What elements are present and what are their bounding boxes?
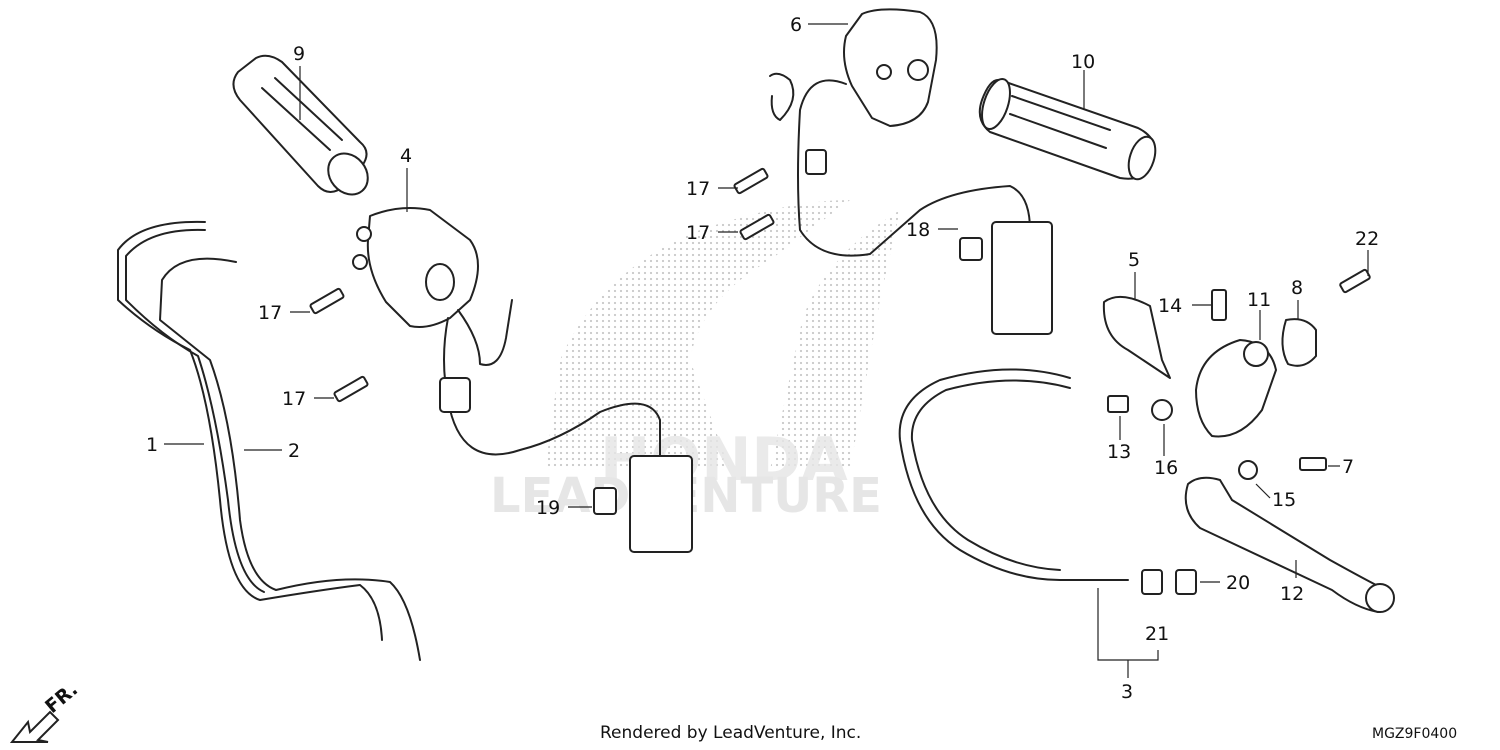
callout-13: 13: [1107, 441, 1131, 463]
nut-15: [1238, 460, 1258, 480]
callout-17a: 17: [258, 302, 282, 324]
right-grip: [978, 77, 1157, 181]
callout-22: 22: [1355, 228, 1379, 250]
right-switch-housing: [769, 8, 1053, 335]
pin-7: [1299, 457, 1327, 471]
throttle-cables: [117, 220, 421, 661]
screw-17a: [309, 287, 345, 315]
front-direction-indicator: FR.: [9, 678, 82, 743]
callout-20: 20: [1226, 572, 1250, 594]
callout-3: 3: [1121, 681, 1133, 703]
callout-17b: 17: [282, 388, 306, 410]
callout-2: 2: [288, 440, 300, 462]
left-grip: [232, 54, 369, 196]
nut-16: [1151, 399, 1173, 421]
adjuster-13: [1107, 395, 1129, 413]
callout-16: 16: [1154, 457, 1178, 479]
callout-10: 10: [1071, 51, 1095, 73]
callout-7: 7: [1342, 456, 1354, 478]
callout-8: 8: [1291, 277, 1303, 299]
bolt-22: [1339, 268, 1371, 294]
bolt-14: [1211, 289, 1227, 321]
clutch-lever: [1184, 476, 1395, 613]
callout-19: 19: [536, 497, 560, 519]
callout-18: 18: [906, 219, 930, 241]
diagram-code: MGZ9F0400: [1372, 726, 1457, 742]
callout-17c: 17: [686, 178, 710, 200]
connector-18: [959, 237, 983, 261]
watermark: HONDA LEADVENTURE: [490, 200, 900, 524]
screw-17c: [733, 167, 769, 195]
callout-5: 5: [1128, 249, 1140, 271]
footer-credit: Rendered by LeadVenture, Inc.: [600, 723, 861, 743]
screw-17d: [739, 213, 775, 241]
screw-17b: [333, 375, 369, 403]
hardware: [309, 167, 1371, 595]
front-indicator-label: FR.: [41, 678, 82, 717]
callout-17d: 17: [686, 222, 710, 244]
callout-21: 21: [1145, 623, 1169, 645]
washer-20: [1175, 569, 1197, 595]
callout-1: 1: [146, 434, 158, 456]
callout-15: 15: [1272, 489, 1296, 511]
callout-4: 4: [400, 145, 412, 167]
callout-14: 14: [1158, 295, 1182, 317]
left-switch-housing: [352, 207, 693, 553]
lever-holder: [1195, 318, 1317, 438]
callout-11: 11: [1247, 289, 1271, 311]
callouts: 9 10 6 4 17 17 17 17 18 19 1 2 5 14 11 8…: [146, 14, 1379, 703]
callout-9: 9: [293, 43, 305, 65]
callout-12: 12: [1280, 583, 1304, 605]
clutch-cable: [898, 368, 1159, 661]
clip-19: [593, 487, 617, 515]
callout-6: 6: [790, 14, 802, 36]
lever-cover: [1102, 295, 1171, 379]
washer-21: [1141, 569, 1163, 595]
